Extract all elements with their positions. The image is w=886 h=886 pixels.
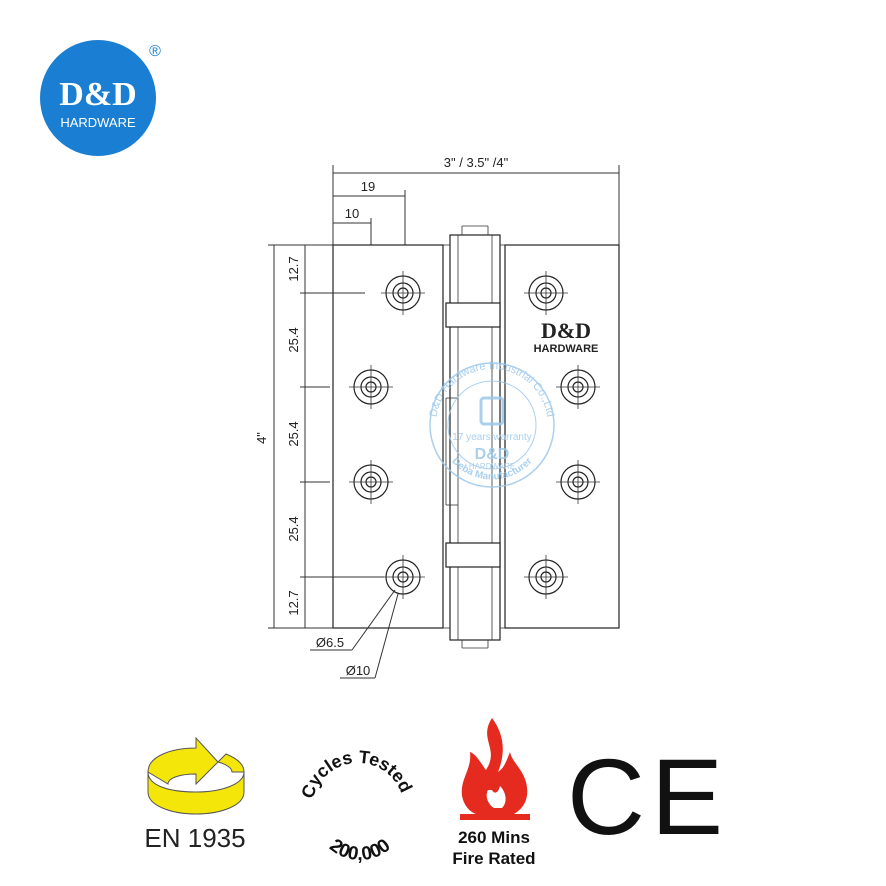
dim-19-label: 19 — [361, 179, 375, 194]
screw-hole — [556, 365, 600, 409]
right-holes — [524, 271, 600, 599]
ce-mark-text: CE — [567, 736, 729, 857]
en1935-label: EN 1935 — [144, 823, 245, 853]
dim-25-4-a: 25.4 — [286, 327, 301, 352]
vertical-dimensions: 4" 12.7 25.4 25.4 25.4 12.7 — [254, 244, 384, 629]
left-holes — [349, 271, 425, 599]
cycles-top-text: Cycles Tested — [297, 747, 416, 801]
left-leaf — [332, 244, 444, 629]
rotation-arrow-icon — [147, 736, 245, 815]
svg-text:Cycles Tested: Cycles Tested — [297, 747, 416, 801]
height-label: 4" — [254, 432, 269, 444]
fire-rated-badge: 260 Mins Fire Rated — [452, 718, 536, 868]
hole-leaders: Ø6.5 Ø10 — [310, 589, 399, 679]
logo-sub: HARDWARE — [60, 115, 136, 130]
screw-hole — [381, 271, 425, 315]
logo-brand: D&D — [59, 76, 136, 113]
leaf-brand: D&D — [541, 318, 591, 343]
flame-icon — [460, 718, 530, 820]
screw-hole — [349, 460, 393, 504]
registered-mark: ® — [149, 43, 161, 60]
watermark-warranty: 17 years warranty — [452, 432, 531, 443]
en1935-badge: EN 1935 — [144, 736, 246, 853]
dim-25-4-c: 25.4 — [286, 516, 301, 541]
dim-bottom-12-7: 12.7 — [286, 590, 301, 615]
hinge-knuckle — [443, 225, 505, 649]
brand-logo: D&D HARDWARE ® — [40, 40, 161, 156]
ce-mark: CE — [567, 736, 729, 857]
cycles-tested-badge: Cycles Tested 200,000 — [297, 747, 416, 865]
svg-text:200,000: 200,000 — [326, 835, 395, 865]
screw-hole — [524, 555, 568, 599]
hole-small-label: Ø6.5 — [316, 635, 344, 650]
overall-width-label: 3" / 3.5" /4" — [444, 155, 509, 170]
cycles-bottom-text: 200,000 — [326, 835, 395, 865]
hole-large-label: Ø10 — [346, 663, 371, 678]
dim-10-label: 10 — [345, 206, 359, 221]
right-leaf — [504, 244, 620, 629]
screw-hole — [349, 365, 393, 409]
leaf-sub: HARDWARE — [534, 343, 599, 355]
dim-25-4-b: 25.4 — [286, 421, 301, 446]
hinge-drawing: 3" / 3.5" /4" 19 10 — [254, 155, 620, 679]
dim-top-12-7: 12.7 — [286, 256, 301, 281]
watermark-brand: D&D — [475, 446, 510, 463]
screw-hole — [524, 271, 568, 315]
screw-hole — [381, 555, 425, 599]
fire-line-1: 260 Mins — [458, 828, 530, 847]
fire-line-2: Fire Rated — [452, 849, 535, 868]
screw-hole — [556, 460, 600, 504]
watermark-sub: HARDWARE — [469, 462, 515, 471]
